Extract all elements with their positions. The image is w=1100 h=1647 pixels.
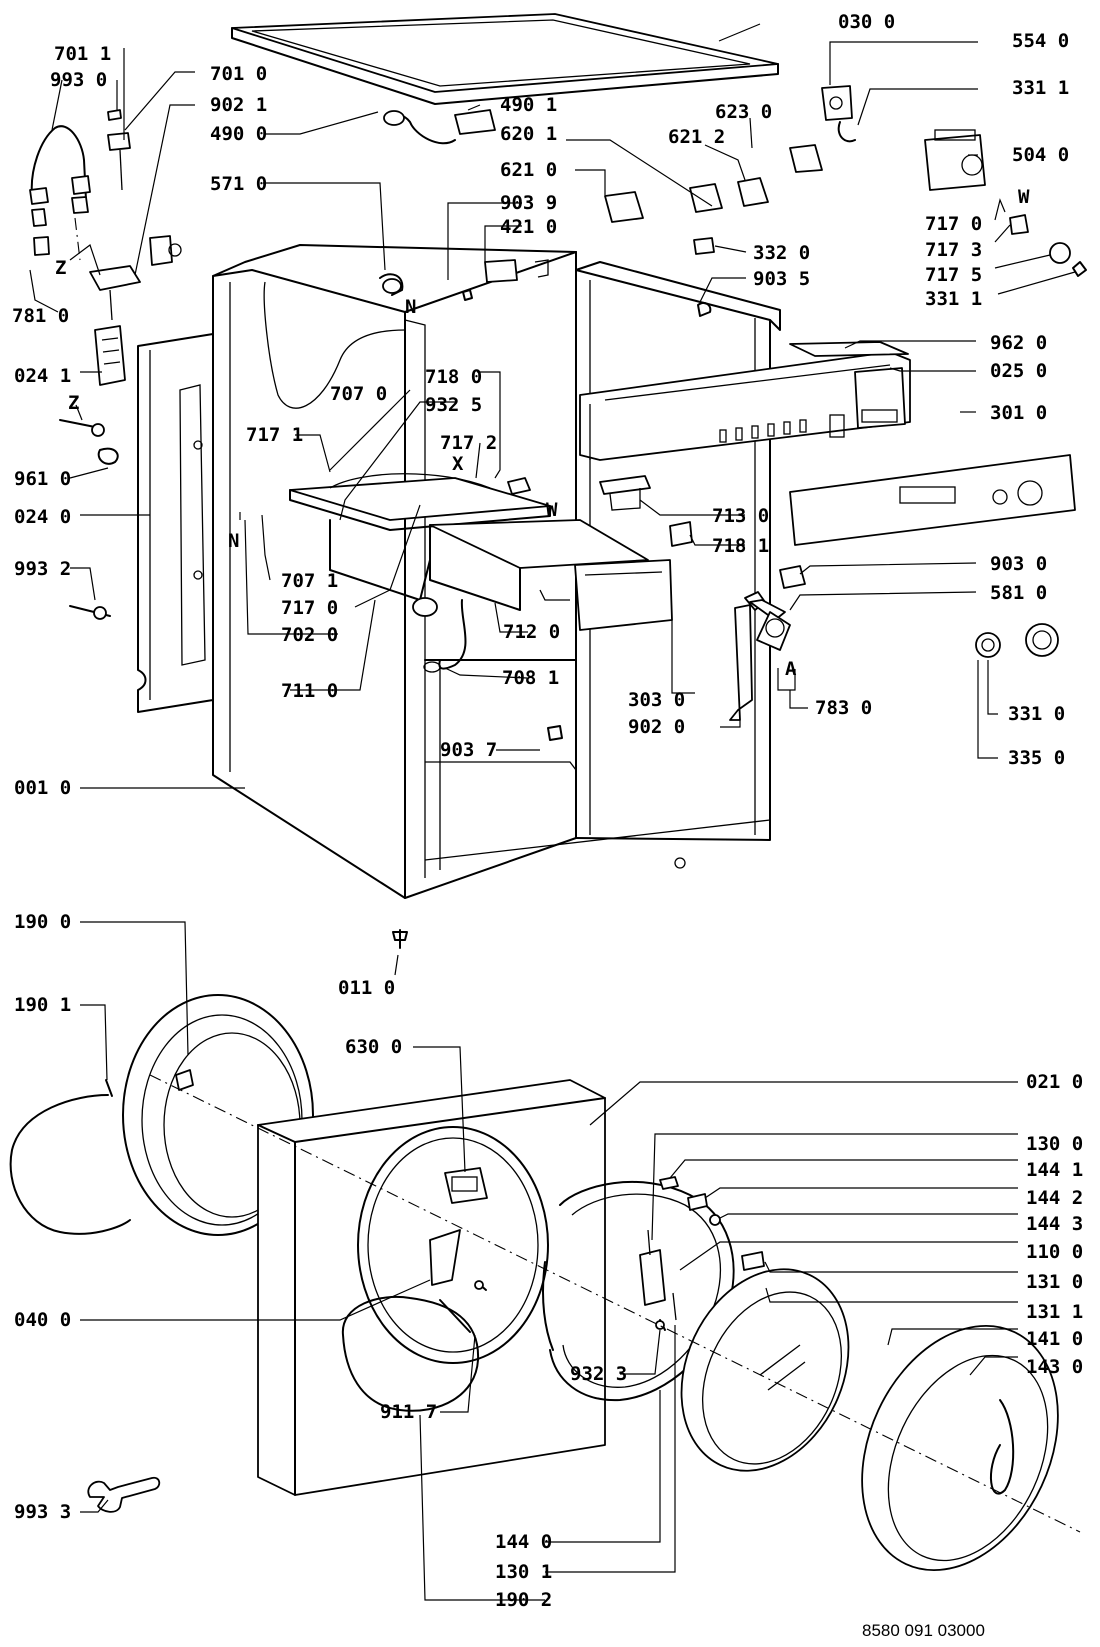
label-144-3: 144 3 — [1026, 1213, 1083, 1235]
label-711-0: 711 0 — [281, 680, 338, 702]
label-X: X — [452, 453, 464, 475]
label-024-1: 024 1 — [14, 365, 71, 387]
door-outer-ring — [861, 1325, 1059, 1571]
door-axis — [149, 1074, 1081, 1533]
label-902-0: 902 0 — [628, 716, 685, 738]
label-131-0: 131 0 — [1026, 1271, 1083, 1293]
label-030-0: 030 0 — [838, 11, 895, 33]
label-903-9: 903 9 — [500, 192, 557, 214]
label-130-1: 130 1 — [495, 1561, 552, 1583]
label-702-0: 702 0 — [281, 624, 338, 646]
label-331-1-b: 331 1 — [925, 288, 982, 310]
label-024-0: 024 0 — [14, 506, 71, 528]
label-144-0: 144 0 — [495, 1531, 552, 1553]
part-labels: 030 0 554 0 701 1 993 0 701 0 331 1 902 … — [12, 11, 1083, 1611]
label-130-0: 130 0 — [1026, 1133, 1083, 1155]
label-W-mid: W — [546, 499, 558, 521]
label-335-0: 335 0 — [1008, 747, 1065, 769]
label-110-0: 110 0 — [1026, 1241, 1083, 1263]
label-144-2: 144 2 — [1026, 1187, 1083, 1209]
label-143-0: 143 0 — [1026, 1356, 1083, 1378]
label-Z-top: Z — [55, 257, 66, 279]
label-717-5: 717 5 — [925, 264, 982, 286]
label-421-0: 421 0 — [500, 216, 557, 238]
label-993-3: 993 3 — [14, 1501, 71, 1523]
label-717-0-top: 717 0 — [925, 213, 982, 235]
label-331-1: 331 1 — [1012, 77, 1069, 99]
control-buttons — [719, 414, 845, 443]
label-623-0: 623 0 — [715, 101, 772, 123]
label-701-1: 701 1 — [54, 43, 111, 65]
label-932-5: 932 5 — [425, 394, 482, 416]
label-781-0: 781 0 — [12, 305, 69, 327]
label-581-0: 581 0 — [990, 582, 1047, 604]
label-001-0: 001 0 — [14, 777, 71, 799]
document-number: 8580 091 03000 — [862, 1621, 985, 1640]
top-lid — [231, 13, 779, 105]
label-717-3: 717 3 — [925, 239, 982, 261]
label-332-0: 332 0 — [753, 242, 810, 264]
label-718-1: 718 1 — [712, 535, 769, 557]
label-190-2: 190 2 — [495, 1589, 552, 1611]
label-783-0: 783 0 — [815, 697, 872, 719]
control-panel — [579, 341, 1076, 546]
label-144-1: 144 1 — [1026, 1159, 1083, 1181]
dispenser-assembly — [289, 473, 673, 673]
label-903-5: 903 5 — [753, 268, 810, 290]
label-025-0: 025 0 — [990, 360, 1047, 382]
label-961-0: 961 0 — [14, 468, 71, 490]
front-panel — [257, 1079, 606, 1496]
label-718-0: 718 0 — [425, 366, 482, 388]
label-717-1: 717 1 — [246, 424, 303, 446]
label-708-1: 708 1 — [502, 667, 559, 689]
right-side-parts — [392, 475, 1059, 949]
label-N-top: N — [405, 296, 416, 318]
label-504-0: 504 0 — [1012, 144, 1069, 166]
label-620-1: 620 1 — [500, 123, 557, 145]
label-903-7: 903 7 — [440, 739, 497, 761]
label-932-3: 932 3 — [570, 1363, 627, 1385]
label-962-0: 962 0 — [990, 332, 1047, 354]
label-712-0: 712 0 — [503, 621, 560, 643]
label-N-mid: N — [228, 530, 239, 552]
label-554-0: 554 0 — [1012, 30, 1069, 52]
label-993-2: 993 2 — [14, 558, 71, 580]
label-701-0: 701 0 — [210, 63, 267, 85]
label-Z-mid: Z — [68, 392, 79, 414]
label-190-0: 190 0 — [14, 911, 71, 933]
label-A: A — [785, 658, 797, 680]
label-040-0: 040 0 — [14, 1309, 71, 1331]
door-glass — [680, 1268, 850, 1472]
label-011-0: 011 0 — [338, 977, 395, 999]
label-902-1: 902 1 — [210, 94, 267, 116]
left-small-parts — [29, 109, 182, 620]
label-993-0: 993 0 — [50, 69, 107, 91]
label-713-0: 713 0 — [712, 505, 769, 527]
side-panel-left — [137, 333, 214, 713]
label-571-0: 571 0 — [210, 173, 267, 195]
label-190-1: 190 1 — [14, 994, 71, 1016]
label-903-0: 903 0 — [990, 553, 1047, 575]
label-021-0: 021 0 — [1026, 1071, 1083, 1093]
label-707-0: 707 0 — [330, 383, 387, 405]
label-301-0: 301 0 — [990, 402, 1047, 424]
label-621-2: 621 2 — [668, 126, 725, 148]
label-W-top: W — [1018, 186, 1030, 208]
upper-small-parts — [379, 85, 1087, 317]
label-911-7: 911 7 — [380, 1401, 437, 1423]
label-331-0: 331 0 — [1008, 703, 1065, 725]
label-630-0: 630 0 — [345, 1036, 402, 1058]
label-303-0: 303 0 — [628, 689, 685, 711]
label-490-1: 490 1 — [500, 94, 557, 116]
label-490-0: 490 0 — [210, 123, 267, 145]
label-621-0: 621 0 — [500, 159, 557, 181]
label-131-1: 131 1 — [1026, 1301, 1083, 1323]
label-717-0-mid: 717 0 — [281, 597, 338, 619]
tool-spanner — [87, 1476, 161, 1513]
label-141-0: 141 0 — [1026, 1328, 1083, 1350]
leader-lines — [29, 23, 1076, 1601]
label-707-1: 707 1 — [281, 570, 338, 592]
label-717-2: 717 2 — [440, 432, 497, 454]
